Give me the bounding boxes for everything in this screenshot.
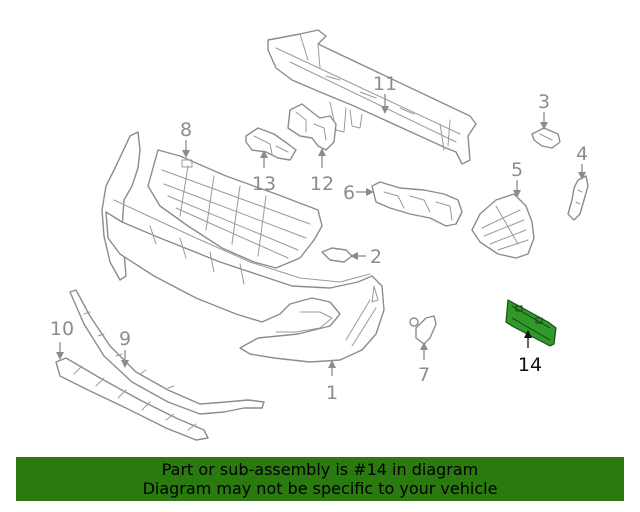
part-5-fog-lamp-bezel[interactable] <box>471 193 535 259</box>
callout-11: 11 <box>373 73 397 95</box>
part-1-bumper-cover[interactable] <box>101 131 385 363</box>
callout-2: 2 <box>370 246 382 268</box>
part-14-license-plate-bracket[interactable] <box>505 299 557 347</box>
part-11-reinforcement-beam[interactable] <box>267 29 477 165</box>
part-10-lower-molding[interactable] <box>55 357 209 441</box>
callout-4: 4 <box>576 143 588 165</box>
callout-3: 3 <box>538 91 550 113</box>
part-2-reflector[interactable] <box>321 247 353 263</box>
callout-9: 9 <box>119 328 131 350</box>
part-3-clip[interactable] <box>531 127 561 149</box>
callout-7: 7 <box>418 364 430 386</box>
callout-5: 5 <box>511 159 523 181</box>
parts-diagram: 11 3 4 5 6 2 8 13 12 7 1 9 10 14 <box>50 29 589 441</box>
leader-lines <box>56 94 586 376</box>
callout-14: 14 <box>518 354 542 376</box>
callout-6: 6 <box>343 182 355 204</box>
callout-8: 8 <box>180 119 192 141</box>
part-8-grille[interactable] <box>147 149 323 269</box>
footer-line-2: Diagram may not be specific to your vehi… <box>142 479 498 498</box>
callout-10: 10 <box>50 318 74 340</box>
part-9-lower-trim[interactable] <box>69 289 265 415</box>
part-13-bracket[interactable] <box>245 127 297 161</box>
footer-line-1: Part or sub-assembly is #14 in diagram <box>161 460 479 479</box>
callout-1: 1 <box>326 382 338 404</box>
part-7-sensor[interactable] <box>409 315 437 345</box>
part-12-bracket[interactable] <box>287 103 337 151</box>
part-6-bracket[interactable] <box>371 181 463 227</box>
footer-banner: Part or sub-assembly is #14 in diagram D… <box>16 457 624 501</box>
part-4-side-bracket[interactable] <box>567 175 589 221</box>
callout-12: 12 <box>310 173 334 195</box>
callout-13: 13 <box>252 173 276 195</box>
